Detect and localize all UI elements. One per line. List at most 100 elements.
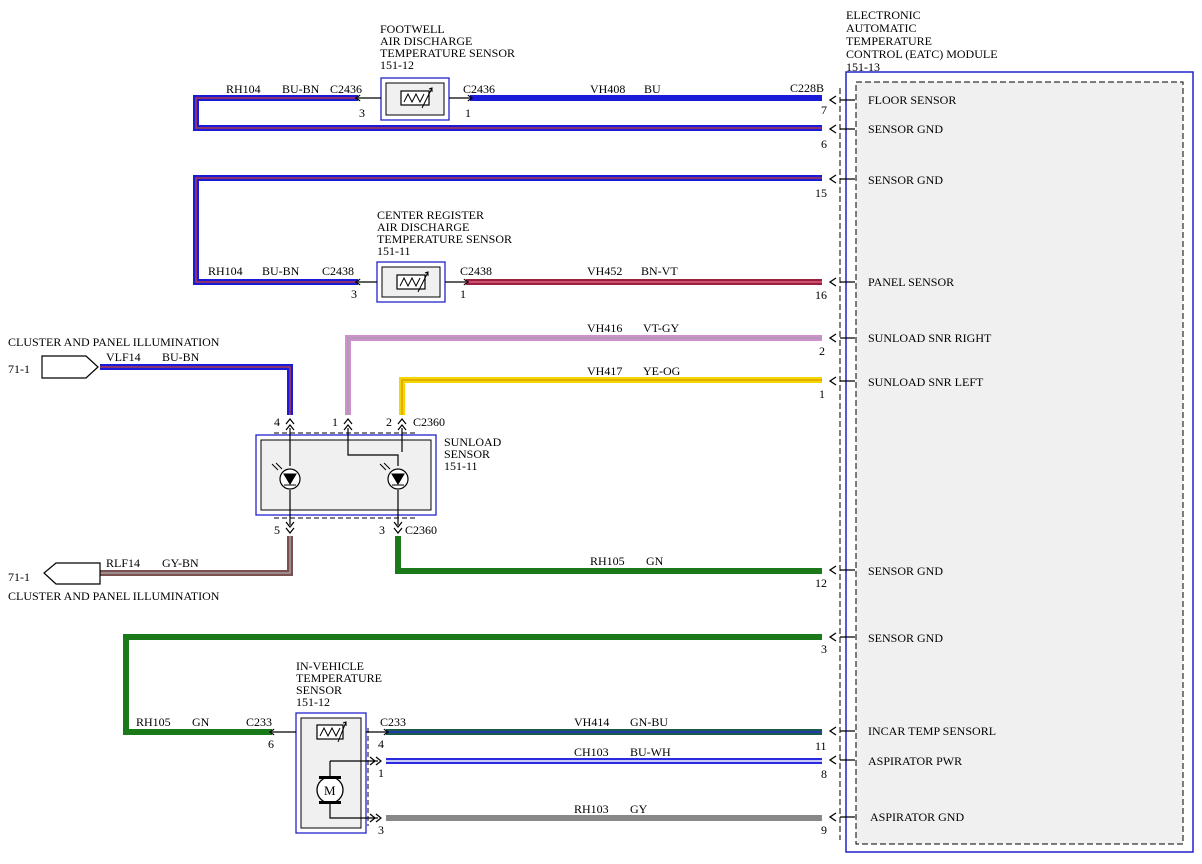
invehicle-pin-left: 6 [268, 737, 274, 751]
invehicle-title-line: 151-12 [296, 695, 330, 709]
wire-rh105-invehicle [123, 634, 822, 735]
svg-text:VH408: VH408 [590, 82, 625, 96]
svg-text:SUNLOAD: SUNLOAD [444, 435, 502, 449]
pin-number: 8 [821, 767, 827, 781]
footwell-title-line: FOOTWELL [380, 22, 445, 36]
svg-text:C2438: C2438 [322, 264, 354, 278]
center-pin-right: 1 [460, 287, 466, 301]
svg-text:YE-OG: YE-OG [643, 364, 681, 378]
svg-text:INCAR TEMP SENSORL: INCAR TEMP SENSORL [868, 724, 996, 738]
svg-text:GN: GN [646, 554, 664, 568]
wire-circuit-label: VH414 [574, 715, 609, 729]
footwell-conn-right: C2436 [463, 82, 495, 96]
sunload-pin: 1 [332, 415, 338, 429]
pin-number: 3 [821, 642, 827, 656]
illum-label-top: CLUSTER AND PANEL ILLUMINATION [8, 335, 220, 349]
wire-color-label: BN-VT [641, 264, 678, 278]
wire-color-label: VT-GY [643, 321, 680, 335]
wire-color-label: BU-BN [282, 82, 320, 96]
pin-name-aspirator-gnd: ASPIRATOR GND [870, 810, 964, 824]
svg-text:SENSOR GND: SENSOR GND [868, 122, 943, 136]
photodiode-icon [379, 462, 409, 490]
svg-text:FLOOR SENSOR: FLOOR SENSOR [868, 93, 956, 107]
svg-text:VT-GY: VT-GY [643, 321, 680, 335]
wire-circuit-label: RH104 [226, 82, 261, 96]
wire-circuit-label: VLF14 [106, 350, 141, 364]
wire-color-label: GY-BN [162, 556, 199, 570]
svg-text:9: 9 [821, 823, 827, 837]
wire-circuit-label: VH416 [587, 321, 622, 335]
svg-text:BU-BN: BU-BN [282, 82, 320, 96]
svg-text:RH105: RH105 [136, 715, 171, 729]
wire-circuit-label: RH104 [208, 264, 243, 278]
wire-circuit-label: VH408 [590, 82, 625, 96]
svg-text:GN: GN [192, 715, 210, 729]
pin-number: 11 [815, 739, 827, 753]
pin-number: 7 [821, 103, 827, 117]
pin-name-sunload-right: SUNLOAD SNR RIGHT [868, 331, 992, 345]
wire-color-label: BU-WH [630, 745, 671, 759]
sunload-pin: 2 [386, 415, 392, 429]
svg-text:ASPIRATOR PWR: ASPIRATOR PWR [868, 754, 962, 768]
pin-number: 15 [815, 186, 827, 200]
svg-text:C2360: C2360 [405, 523, 437, 537]
svg-text:C2436: C2436 [463, 82, 495, 96]
center-title-line: CENTER REGISTER [377, 208, 484, 222]
wire-color-label: YE-OG [643, 364, 681, 378]
svg-text:1: 1 [819, 387, 825, 401]
svg-text:C228B: C228B [790, 81, 824, 95]
wire-rlf14-stripe [100, 536, 291, 574]
pin-number: 1 [819, 387, 825, 401]
invehicle-title-line: TEMPERATURE [296, 671, 382, 685]
svg-text:GY-BN: GY-BN [162, 556, 199, 570]
wire-rh104-footwell-stripe [195, 97, 822, 129]
svg-text:CENTER REGISTER: CENTER REGISTER [377, 208, 484, 222]
pin-name-sensor-gnd: SENSOR GND [868, 631, 943, 645]
wire-vh417-stripe [401, 379, 822, 415]
svg-text:GY: GY [630, 802, 648, 816]
wire-color-label: GY [630, 802, 648, 816]
pin-name-floor-sensor: FLOOR SENSOR [868, 93, 956, 107]
invehicle-title-line: SENSOR [296, 683, 342, 697]
svg-text:3: 3 [351, 287, 357, 301]
pin-name-sunload-left: SUNLOAD SNR LEFT [868, 375, 984, 389]
svg-text:11: 11 [815, 739, 827, 753]
center-title-line: TEMPERATURE SENSOR [377, 232, 512, 246]
pin-name-panel-sensor: PANEL SENSOR [868, 275, 954, 289]
sunload-conn-top: C2360 [413, 415, 445, 429]
svg-text:C233: C233 [246, 715, 272, 729]
svg-text:RH104: RH104 [226, 82, 261, 96]
pin-number: 12 [815, 576, 827, 590]
svg-text:5: 5 [274, 523, 280, 537]
svg-text:RLF14: RLF14 [106, 556, 140, 570]
sunload-pin: 3 [379, 523, 385, 537]
svg-text:3: 3 [359, 106, 365, 120]
pin-name-sensor-gnd: SENSOR GND [868, 173, 943, 187]
svg-text:2: 2 [819, 344, 825, 358]
pin-number: 9 [821, 823, 827, 837]
footwell-conn-left: C2436 [330, 82, 362, 96]
motor-label: M [324, 783, 336, 798]
svg-text:1: 1 [460, 287, 466, 301]
svg-text:TEMPERATURE: TEMPERATURE [296, 671, 382, 685]
svg-text:1: 1 [378, 766, 384, 780]
module-title-line: TEMPERATURE [846, 34, 932, 48]
wire-vh416 [345, 335, 822, 415]
svg-text:15: 15 [815, 186, 827, 200]
module-title-line: CONTROL (EATC) MODULE [846, 47, 998, 61]
svg-text:8: 8 [821, 767, 827, 781]
svg-text:3: 3 [378, 823, 384, 837]
svg-text:1: 1 [465, 106, 471, 120]
svg-text:PANEL SENSOR: PANEL SENSOR [868, 275, 954, 289]
illum-ref-top: 71-1 [8, 362, 30, 376]
eatc-module: ELECTRONIC AUTOMATIC TEMPERATURE CONTROL… [790, 8, 1194, 853]
illum-ref-bottom: 71-1 [8, 570, 30, 584]
svg-text:BU-BN: BU-BN [262, 264, 300, 278]
wire-vlf14 [100, 364, 293, 415]
svg-text:ELECTRONIC: ELECTRONIC [846, 8, 921, 22]
svg-text:2: 2 [386, 415, 392, 429]
footwell-sensor: FOOTWELL AIR DISCHARGE TEMPERATURE SENSO… [330, 22, 515, 121]
module-title-line: ELECTRONIC [846, 8, 921, 22]
svg-text:TEMPERATURE SENSOR: TEMPERATURE SENSOR [377, 232, 512, 246]
svg-text:SUNLOAD SNR RIGHT: SUNLOAD SNR RIGHT [868, 331, 992, 345]
